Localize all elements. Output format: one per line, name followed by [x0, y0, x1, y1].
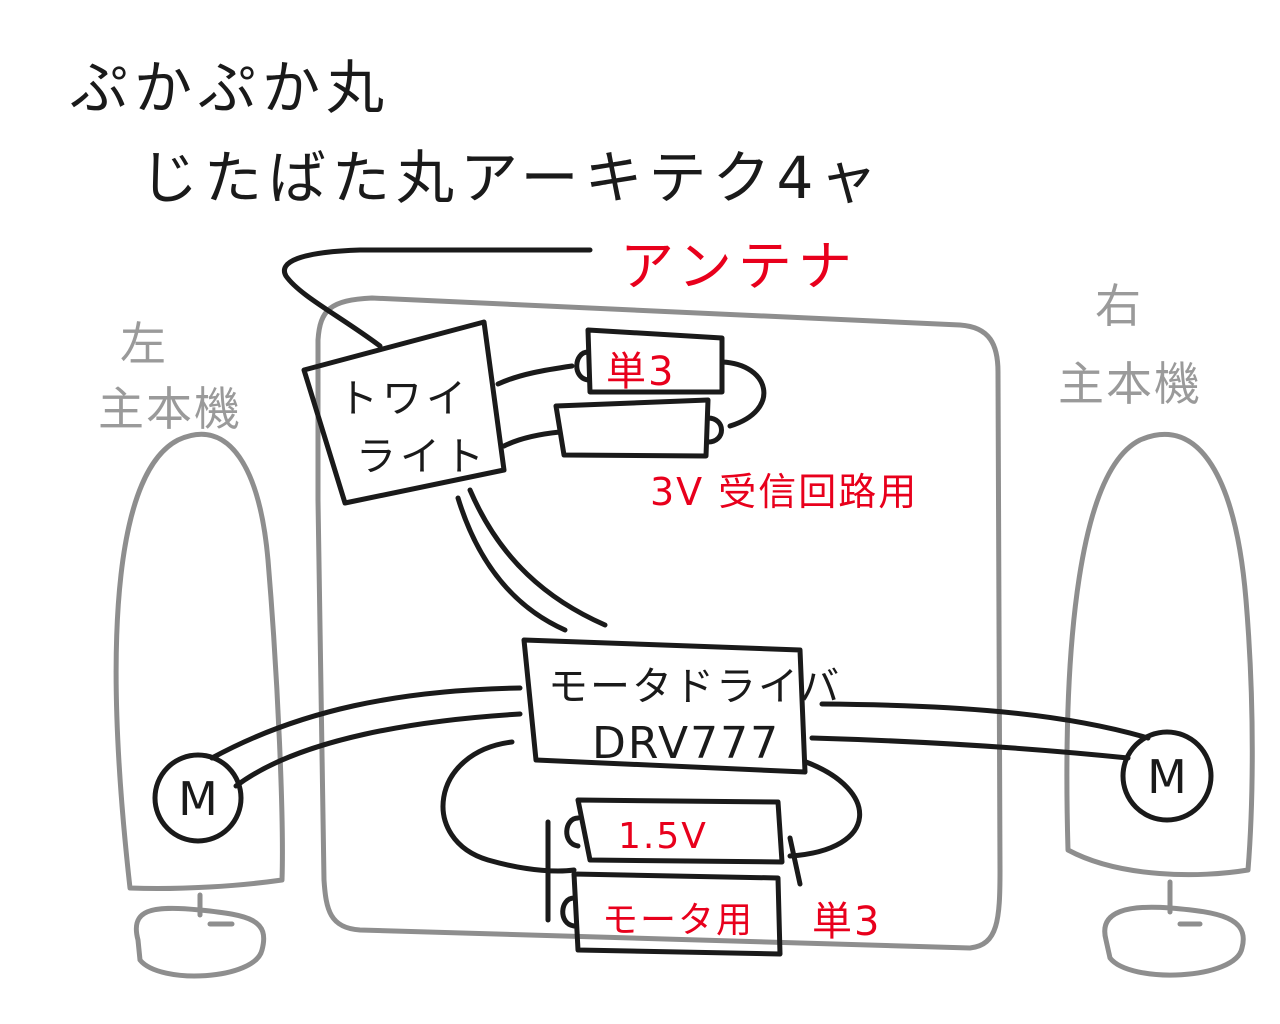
- right-motor: [1120, 729, 1214, 823]
- receiver-battery-link: [719, 359, 767, 429]
- motor-driver-label-line-2: DRV777: [592, 718, 780, 769]
- chassis-frame: [315, 295, 1003, 951]
- receiver-driver-wire-1: [455, 495, 568, 633]
- motor-driver-label-line-1: モータドライバ: [548, 664, 841, 710]
- receiver-battery-wire-pos: [495, 363, 575, 387]
- receiver-battery-pack: [553, 327, 767, 459]
- right-motor-symbol: M: [1147, 750, 1187, 804]
- receiver-label-line-1: トワイ: [338, 376, 470, 422]
- receiver-label-line-2: ライト: [356, 434, 488, 480]
- motor-battery-cell-2-terminal: [560, 895, 577, 929]
- motor-battery-cell-2: [571, 871, 783, 957]
- antenna-wire: [282, 247, 593, 349]
- left-wheel: [113, 431, 285, 979]
- receiver-driver-wire-2: [467, 487, 608, 628]
- antenna-label: アンテナ: [620, 235, 858, 298]
- left-motor-symbol: M: [178, 772, 218, 826]
- receiver-battery-cell-2-terminal: [705, 415, 724, 445]
- driver-battery-wire-right: [787, 759, 862, 859]
- right-wheel-label-line-1: 右: [1095, 279, 1141, 333]
- receiver-box: [301, 319, 507, 506]
- receiver-battery-type: 単3: [606, 349, 675, 395]
- right-motor-wire-2: [809, 735, 1131, 761]
- receiver-battery-wire-neg: [501, 429, 563, 449]
- right-wheel-label-line-2: 主本機: [1058, 357, 1202, 411]
- right-wheel: [1064, 432, 1255, 978]
- left-wheel-label-line-2: 主本機: [98, 382, 242, 436]
- left-motor: [152, 752, 244, 844]
- motor-driver-box: [521, 637, 808, 775]
- left-motor-wire-1: [209, 685, 523, 761]
- left-wheel-base: [133, 905, 267, 979]
- right-motor-wire-1: [819, 701, 1151, 741]
- left-wheel-label-line-1: 左: [120, 317, 166, 371]
- receiver-battery-cell-2: [553, 397, 711, 459]
- motor-battery-cell-1-label: 1.5V: [618, 816, 708, 857]
- title-line-2: じたばた丸アーキテク4ャ: [140, 144, 883, 212]
- motor-battery-link: [787, 835, 803, 887]
- title-line-1: ぷかぷか丸: [70, 54, 390, 122]
- motor-battery-type: 単3: [812, 899, 881, 945]
- motor-battery-cell-1: [575, 797, 785, 865]
- left-motor-wire-2: [233, 711, 523, 789]
- receiver-battery-cell-1: [585, 327, 725, 395]
- receiver-battery-cell-1-terminal: [574, 349, 591, 383]
- motor-battery-cell-1-terminal: [564, 815, 581, 849]
- left-wheel-float: [113, 431, 285, 892]
- motor-battery-cell-2-label: モータ用: [602, 900, 754, 941]
- receiver-battery-caption: 3V 受信回路用: [650, 470, 918, 514]
- right-wheel-float: [1064, 432, 1255, 878]
- right-wheel-base: [1102, 904, 1246, 978]
- driver-battery-wire-left: [440, 739, 577, 874]
